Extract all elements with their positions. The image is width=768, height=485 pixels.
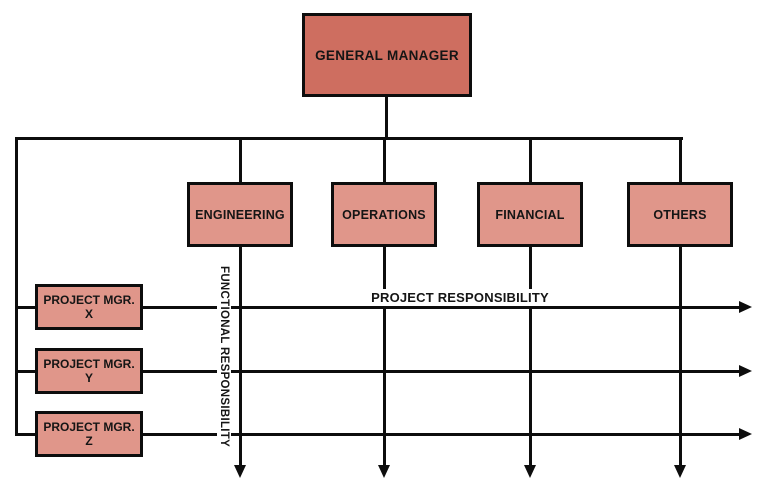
- project-manager-id-x: X: [84, 307, 93, 321]
- department-box-others: OTHERS: [627, 182, 733, 247]
- project-manager-id-z: Z: [85, 434, 93, 448]
- department-box-financial: FINANCIAL: [477, 182, 583, 247]
- down-arrowhead-operations: [378, 465, 390, 478]
- functional-line-others: [679, 247, 682, 466]
- project-line-z: [143, 433, 739, 436]
- functional-responsibility-label: FUNCTIONAL RESPONSIBILITY: [217, 254, 231, 460]
- connector-stub-pm-y: [15, 370, 37, 373]
- connector-financial-drop: [529, 139, 532, 184]
- connector-engineering-drop: [239, 139, 242, 184]
- connector-stub-pm-z: [15, 433, 37, 436]
- project-manager-id-y: Y: [84, 371, 93, 385]
- connector-left-rail: [15, 137, 18, 436]
- general-manager-label: GENERAL MANAGER: [315, 47, 459, 63]
- department-box-operations: OPERATIONS: [331, 182, 437, 247]
- project-manager-title-z: PROJECT MGR.: [43, 419, 135, 434]
- project-manager-title-x: PROJECT MGR.: [43, 292, 135, 307]
- project-manager-box-x: PROJECT MGR. X: [35, 284, 143, 330]
- project-line-x: [143, 306, 739, 309]
- connector-others-drop: [679, 139, 682, 184]
- project-responsibility-label: PROJECT RESPONSIBILITY: [358, 289, 562, 306]
- down-arrowhead-engineering: [234, 465, 246, 478]
- functional-line-financial: [529, 247, 532, 466]
- project-manager-title-y: PROJECT MGR.: [43, 356, 135, 371]
- right-arrowhead-z: [739, 428, 752, 440]
- connector-operations-drop: [383, 139, 386, 184]
- connector-gm-drop: [385, 97, 388, 139]
- functional-line-operations: [383, 247, 386, 466]
- connector-stub-pm-x: [15, 306, 37, 309]
- functional-line-engineering: [239, 247, 242, 466]
- department-label-others: OTHERS: [653, 207, 707, 222]
- department-label-engineering: ENGINEERING: [195, 207, 285, 222]
- department-label-operations: OPERATIONS: [342, 207, 426, 222]
- project-line-y: [143, 370, 739, 373]
- project-manager-box-y: PROJECT MGR. Y: [35, 348, 143, 394]
- connector-distribution-line: [15, 137, 683, 140]
- down-arrowhead-financial: [524, 465, 536, 478]
- right-arrowhead-x: [739, 301, 752, 313]
- down-arrowhead-others: [674, 465, 686, 478]
- department-label-financial: FINANCIAL: [495, 207, 565, 222]
- project-manager-box-z: PROJECT MGR. Z: [35, 411, 143, 457]
- right-arrowhead-y: [739, 365, 752, 377]
- department-box-engineering: ENGINEERING: [187, 182, 293, 247]
- general-manager-box: GENERAL MANAGER: [302, 13, 472, 97]
